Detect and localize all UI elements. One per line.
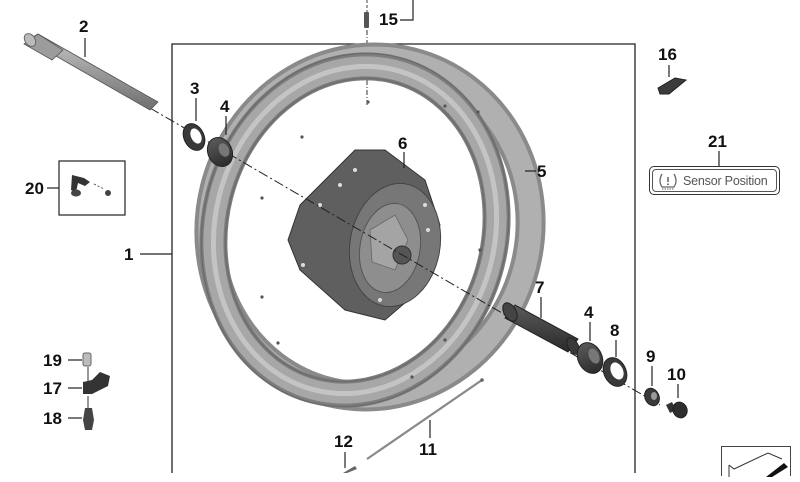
spoke bbox=[366, 378, 484, 460]
spoke-nipple bbox=[343, 452, 357, 473]
hub bbox=[287, 149, 442, 321]
shaft-seal-left bbox=[182, 123, 206, 151]
washer bbox=[644, 387, 660, 407]
callout-20[interactable]: 20 bbox=[25, 179, 44, 198]
callout-7[interactable]: 7 bbox=[535, 278, 545, 297]
bearing-left bbox=[206, 136, 234, 168]
callout-17[interactable]: 17 bbox=[43, 379, 62, 398]
rim bbox=[194, 42, 546, 412]
sticker-inner-border: Sensor Position bbox=[652, 169, 777, 192]
bearing-right bbox=[576, 342, 604, 374]
assembly-frame bbox=[140, 43, 636, 473]
callout-10[interactable]: 10 bbox=[667, 365, 686, 384]
callout-15[interactable]: 15 bbox=[379, 10, 398, 29]
callout-11[interactable]: 11 bbox=[419, 440, 437, 459]
callout-9[interactable]: 9 bbox=[646, 347, 656, 366]
tpms-warning-icon bbox=[659, 173, 677, 189]
callout-5[interactable]: 5 bbox=[537, 162, 547, 181]
callout-2[interactable]: 2 bbox=[79, 17, 89, 36]
tpms-sensor-parts bbox=[68, 352, 110, 430]
screw bbox=[666, 401, 688, 419]
callout-1[interactable]: 1 bbox=[124, 245, 134, 264]
shaft-seal-right bbox=[602, 357, 628, 387]
axle-tool bbox=[23, 33, 159, 111]
callout-8[interactable]: 8 bbox=[610, 321, 620, 340]
sensor-position-sticker[interactable]: Sensor Position bbox=[649, 166, 780, 195]
valve-kit-box bbox=[47, 160, 126, 216]
balance-weight bbox=[657, 65, 688, 95]
navigate-button[interactable] bbox=[721, 446, 791, 477]
callout-6[interactable]: 6 bbox=[398, 134, 408, 153]
callout-12[interactable]: 12 bbox=[334, 432, 353, 451]
callout-19[interactable]: 19 bbox=[43, 351, 62, 370]
callout-18[interactable]: 18 bbox=[43, 409, 62, 428]
callout-3[interactable]: 3 bbox=[190, 79, 200, 98]
callout-4-right[interactable]: 4 bbox=[584, 303, 594, 322]
callout-21[interactable]: 21 bbox=[708, 132, 727, 151]
callout-16[interactable]: 16 bbox=[658, 45, 677, 64]
callout-4-left[interactable]: 4 bbox=[220, 97, 230, 116]
sticker-text: Sensor Position bbox=[683, 173, 768, 188]
